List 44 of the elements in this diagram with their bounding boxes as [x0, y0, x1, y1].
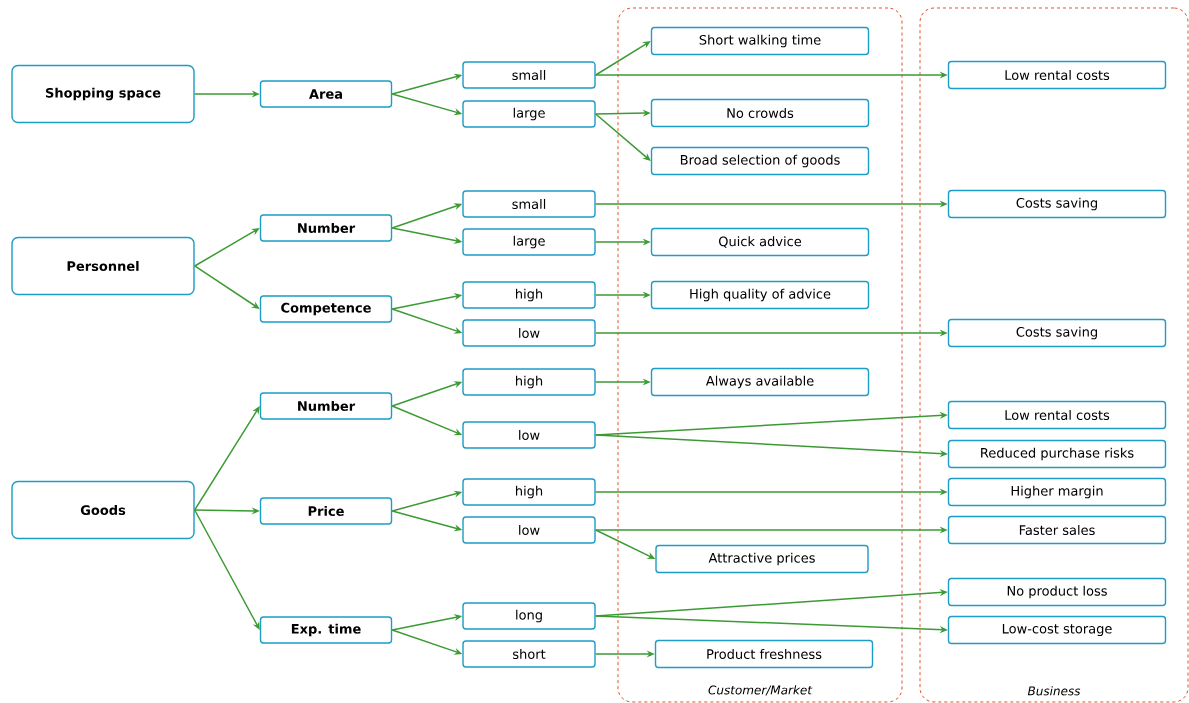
effect-box: High quality of advice: [650, 280, 870, 310]
option-box: low: [462, 421, 596, 449]
effect-box: Costs saving: [947, 189, 1167, 219]
effect-box: Broad selection of goods: [650, 146, 870, 176]
effect-box: Higher margin: [947, 477, 1167, 507]
effect-box: Short walking time: [650, 26, 870, 56]
effect-box: Low rental costs: [947, 60, 1167, 90]
option-box: high: [462, 478, 596, 506]
factor-box: Number: [259, 214, 393, 242]
effect-box: Quick advice: [650, 227, 870, 257]
effect-box: Low-cost storage: [947, 615, 1167, 645]
arrow: [594, 41, 651, 76]
effect-box: Low rental costs: [947, 400, 1167, 430]
option-box: large: [462, 228, 596, 256]
option-box: small: [462, 190, 596, 218]
option-box: small: [462, 61, 596, 89]
option-box: low: [462, 319, 596, 347]
arrow: [193, 265, 260, 309]
arrow: [594, 113, 651, 161]
arrow: [193, 406, 260, 511]
category-box: Shopping space: [11, 64, 195, 124]
effect-box: Attractive prices: [655, 544, 869, 574]
arrow: [193, 509, 260, 630]
effect-box: No product loss: [947, 577, 1167, 607]
option-box: high: [462, 281, 596, 309]
factor-box: Price: [259, 497, 393, 525]
category-box: Personnel: [11, 236, 195, 296]
effect-box: Always available: [650, 367, 870, 397]
option-box: large: [462, 100, 596, 128]
effect-box: Faster sales: [947, 515, 1167, 545]
factor-box: Competence: [259, 295, 393, 323]
arrow: [193, 228, 260, 267]
option-box: long: [462, 602, 596, 630]
option-box: short: [462, 640, 596, 668]
effect-box: Costs saving: [947, 318, 1167, 348]
factor-box: Area: [259, 80, 393, 108]
option-box: high: [462, 368, 596, 396]
option-box: low: [462, 516, 596, 544]
effect-box: No crowds: [650, 98, 870, 128]
category-box: Goods: [11, 480, 195, 540]
factor-box: Exp. time: [259, 616, 393, 644]
effect-box: Reduced purchase risks: [947, 439, 1167, 469]
effect-box: Product freshness: [654, 639, 874, 669]
factor-box: Number: [259, 392, 393, 420]
